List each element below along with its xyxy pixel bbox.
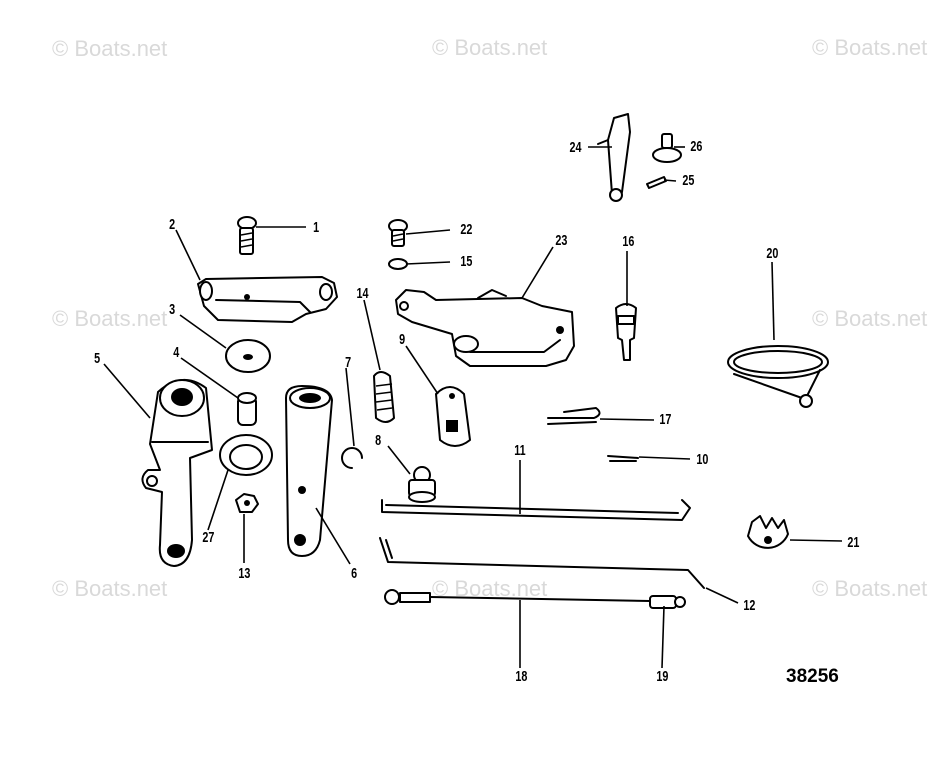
callout-9: 9 [399, 330, 405, 347]
callout-15: 15 [460, 252, 472, 269]
part-17-cotter-pin[interactable] [547, 407, 601, 425]
watermark-mid-left: © Boats.net [52, 306, 167, 331]
part-14-spring[interactable] [373, 371, 395, 423]
watermarks: © Boats.net © Boats.net © Boats.net © Bo… [52, 35, 927, 601]
part-15-washer[interactable] [388, 258, 408, 270]
part-24-lever[interactable] [597, 113, 631, 202]
diagram-code: 38256 [786, 666, 839, 687]
callout-14: 14 [356, 284, 369, 301]
part-9-socket[interactable] [435, 386, 471, 447]
part-21-cam-plate[interactable] [747, 515, 789, 549]
watermark-top-center: © Boats.net [432, 35, 547, 60]
callout-13: 13 [238, 564, 250, 581]
part-13-nut[interactable] [235, 493, 259, 513]
part-1-screw[interactable] [237, 216, 257, 255]
callout-2: 2 [169, 215, 175, 232]
callout-11: 11 [514, 441, 525, 458]
part-26-knob[interactable] [652, 133, 682, 163]
callout-22: 22 [460, 220, 472, 237]
watermark-mid-right: © Boats.net [812, 306, 927, 331]
callout-labels: 1 2 3 4 5 6 7 8 9 10 11 12 13 14 15 16 1… [94, 137, 859, 684]
callout-16: 16 [622, 232, 634, 249]
leader-lines [103, 146, 843, 669]
part-3-washer[interactable] [225, 339, 271, 373]
watermark-bottom-right: © Boats.net [812, 576, 927, 601]
callout-6: 6 [351, 564, 357, 581]
callout-25: 25 [682, 171, 694, 188]
part-4-bushing[interactable] [237, 392, 257, 426]
callout-27: 27 [202, 528, 214, 545]
callout-12: 12 [743, 596, 755, 613]
callout-5: 5 [94, 349, 100, 366]
callout-24: 24 [569, 138, 582, 155]
watermark-top-right: © Boats.net [812, 35, 927, 60]
part-8-ball-joint[interactable] [408, 466, 436, 503]
callout-26: 26 [690, 137, 702, 154]
part-20-clamp[interactable] [727, 345, 829, 408]
part-2-bracket[interactable] [197, 276, 338, 323]
callout-7: 7 [345, 353, 351, 370]
part-10-pin[interactable] [607, 455, 639, 462]
callout-1: 1 [313, 218, 319, 235]
part-6-link-arm[interactable] [285, 385, 333, 557]
part-22-screw[interactable] [388, 219, 408, 247]
callout-4: 4 [173, 343, 180, 360]
watermark-bottom-left: © Boats.net [52, 576, 167, 601]
part-16-clip[interactable] [615, 303, 637, 361]
part-27-wave-washer[interactable] [219, 434, 273, 476]
callout-21: 21 [847, 533, 859, 550]
callout-3: 3 [169, 300, 175, 317]
watermark-top-left: © Boats.net [52, 36, 167, 61]
part-23-throttle-cam[interactable] [395, 289, 575, 367]
callout-17: 17 [659, 410, 671, 427]
part-7-e-clip[interactable] [341, 447, 363, 469]
callout-19: 19 [656, 667, 668, 684]
part-18-cable[interactable] [384, 589, 651, 605]
callout-10: 10 [696, 450, 708, 467]
part-19-sleeve[interactable] [649, 595, 686, 609]
part-5-throttle-lever[interactable] [141, 379, 213, 567]
part-12-rod[interactable] [379, 537, 705, 589]
part-11-rod[interactable] [381, 499, 691, 521]
callout-20: 20 [766, 244, 778, 261]
callout-18: 18 [515, 667, 527, 684]
callout-23: 23 [555, 231, 567, 248]
part-25-pin[interactable] [646, 176, 667, 189]
callout-8: 8 [375, 431, 381, 448]
